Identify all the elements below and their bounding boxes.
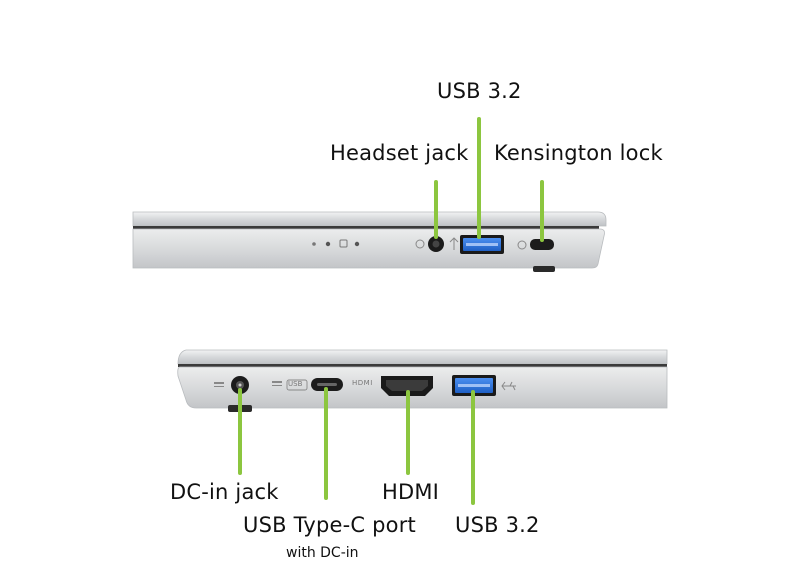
leader-kensington: [540, 180, 544, 242]
hdmi-engraving: HDMI: [352, 379, 373, 387]
kensington-lock-slot: [517, 239, 554, 250]
label-hdmi: HDMI: [382, 480, 440, 504]
label-usb-c-note: with DC-in: [286, 545, 359, 561]
dc-in-port: [214, 376, 249, 394]
leader-dc-in: [238, 388, 242, 475]
label-usb-top: USB 3.2: [437, 79, 522, 103]
leader-usb-top: [477, 117, 481, 239]
label-dc-in-jack: DC-in jack: [170, 480, 279, 504]
usb-c-port: [272, 378, 343, 391]
status-led-icons: [312, 239, 360, 248]
leader-usb-c: [324, 387, 328, 500]
label-headset-jack: Headset jack: [330, 141, 469, 165]
usb-port-top: [460, 235, 504, 254]
hdmi-port: [381, 376, 433, 396]
label-kensington-lock: Kensington lock: [494, 141, 663, 165]
usb-c-engraving: USB: [288, 380, 303, 388]
leader-usb-bottom: [471, 390, 475, 505]
leader-hdmi: [406, 390, 410, 475]
leader-headset: [434, 180, 438, 239]
usb-port-bottom: [452, 375, 516, 396]
top-laptop-side: [132, 211, 607, 272]
label-usb-c-port: USB Type-C port: [243, 513, 416, 537]
bottom-laptop-side: [177, 349, 668, 412]
label-usb-bottom: USB 3.2: [455, 513, 540, 537]
headset-jack-port: [415, 236, 444, 252]
